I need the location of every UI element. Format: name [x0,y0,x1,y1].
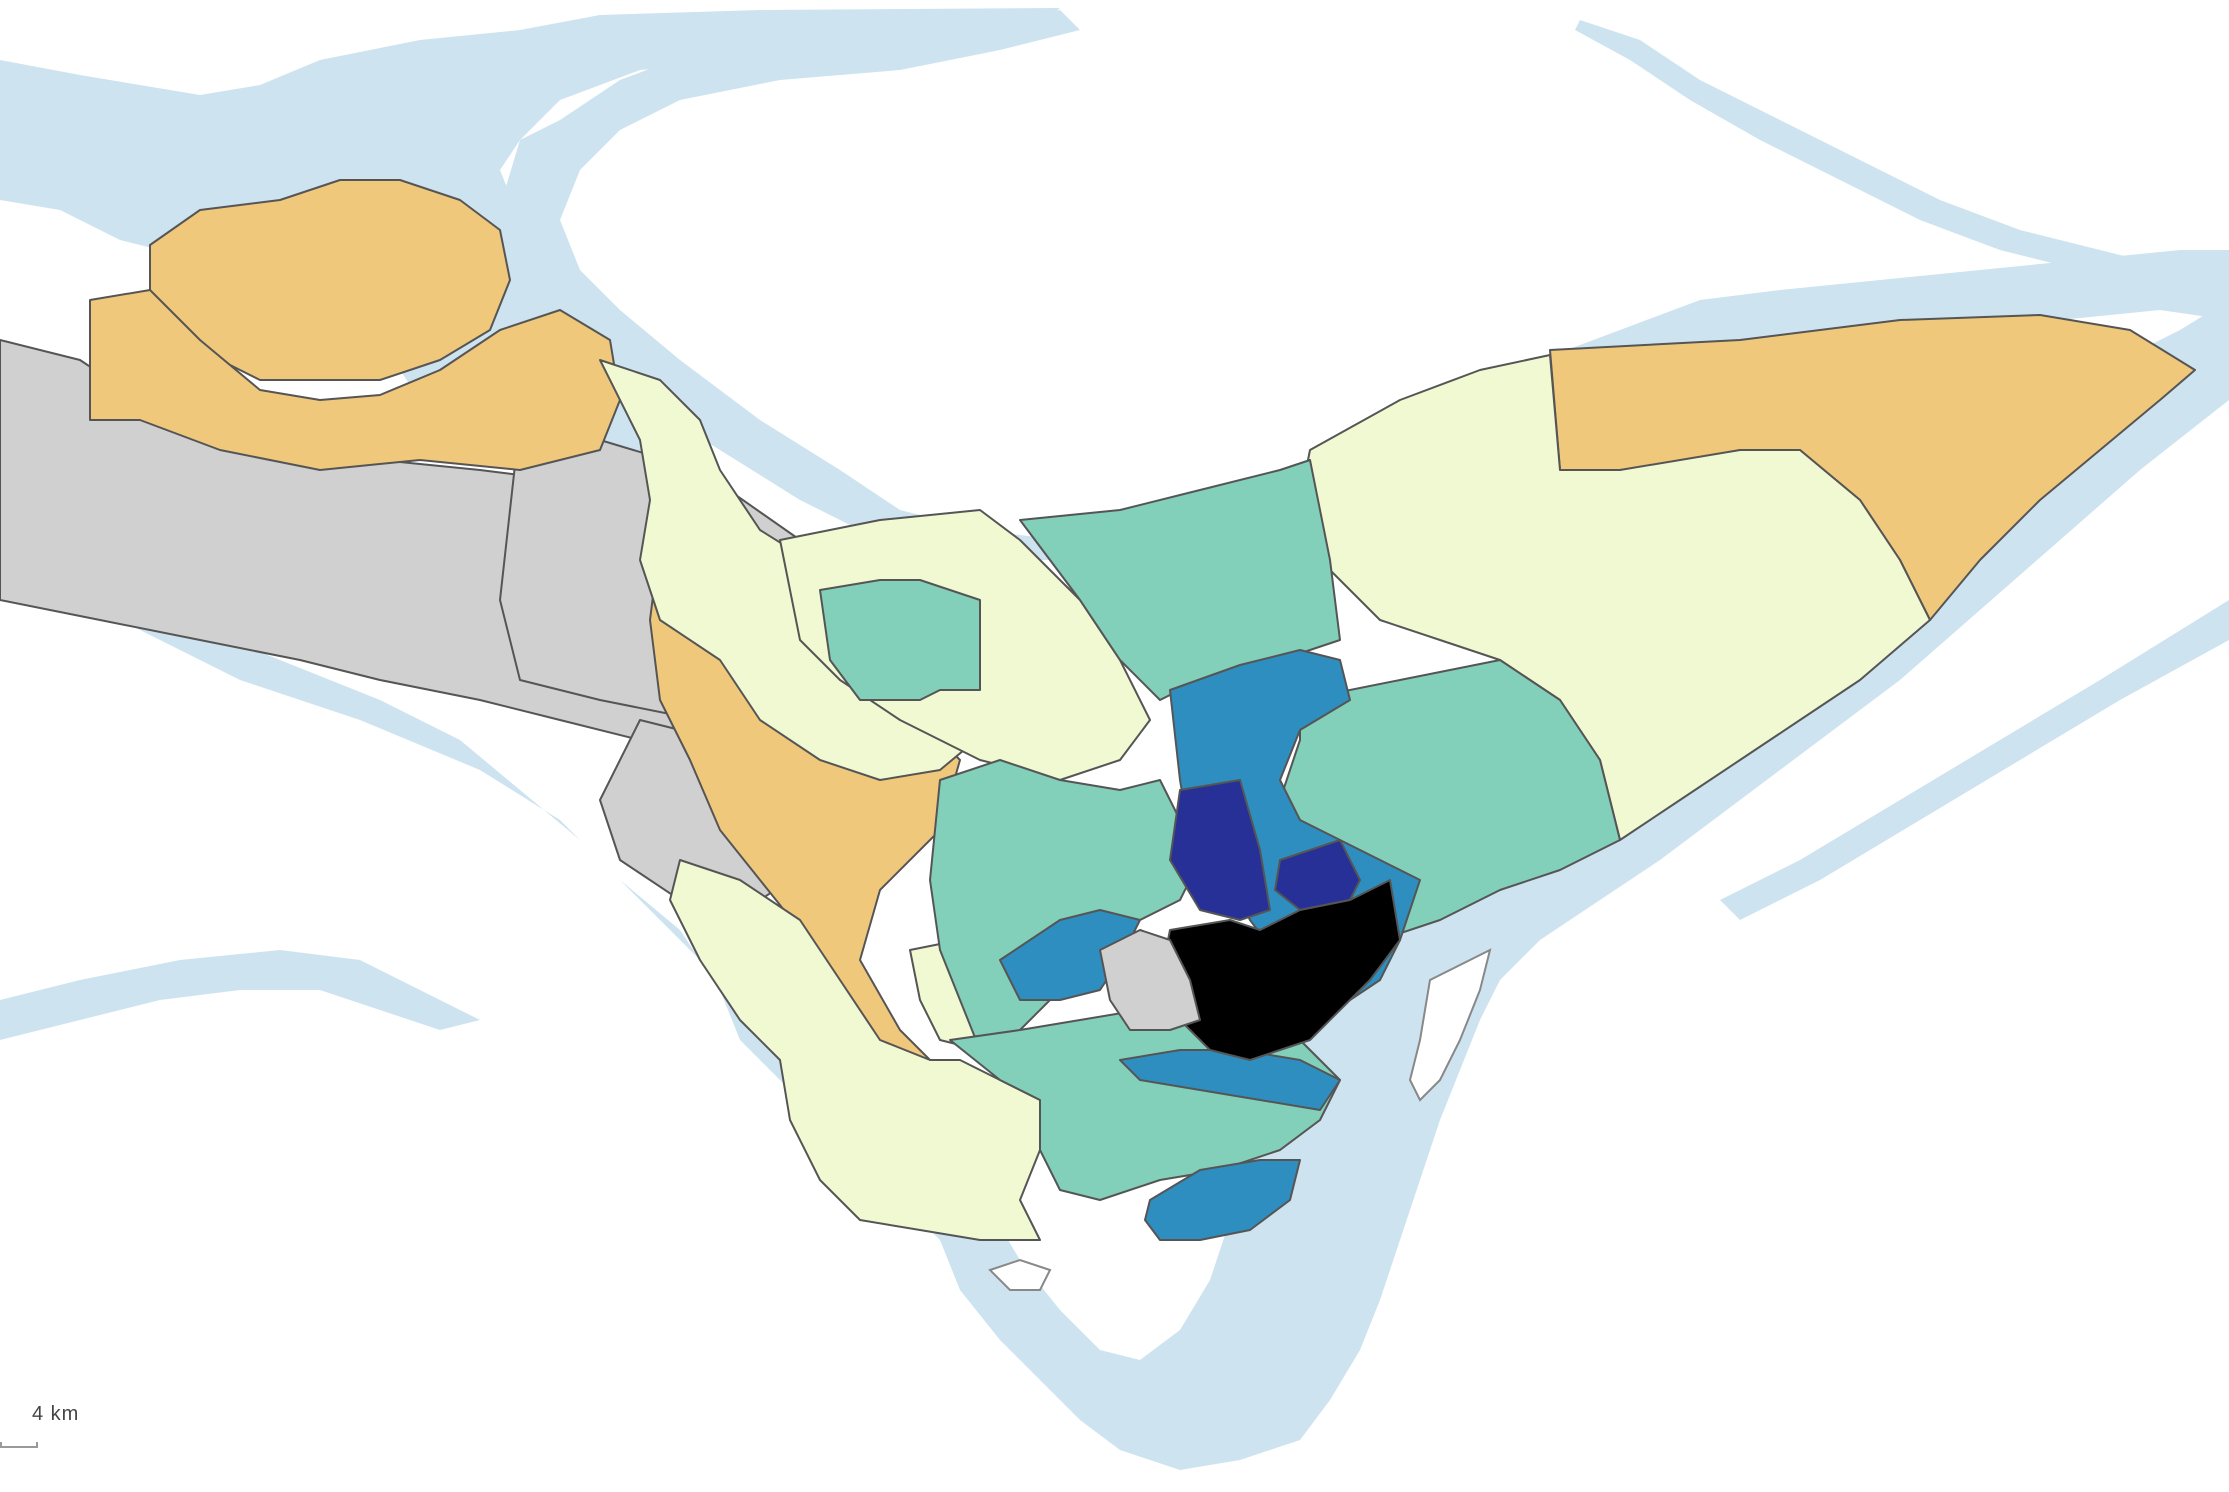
island-sainte-helene[interactable] [1408,948,1492,1102]
zone-southwest-pale[interactable] [669,859,1041,1241]
water-lake-west [0,8,1060,560]
zone-north-teal[interactable] [1019,459,1341,701]
water-strip-southwest [0,950,480,1040]
zone-navy-1[interactable] [1169,779,1271,921]
zone-northwest[interactable] [89,289,621,471]
zone-island-blue[interactable] [1144,1159,1301,1241]
zones-layer [0,179,2196,1241]
scale-bar-label: 4 km [32,1403,80,1425]
zone-northwest-teal-patch[interactable] [819,579,981,701]
zone-enclave-grey[interactable] [1099,929,1201,1031]
islands-layer [988,948,1492,1291]
water-river-southeast [1720,600,2229,920]
island-small-south[interactable] [988,1258,1052,1291]
zone-downtown[interactable] [1159,879,1401,1061]
water-channel-northeast [1575,20,2229,290]
zone-east-pale[interactable] [1299,354,1931,841]
scale-bar [0,1442,38,1448]
